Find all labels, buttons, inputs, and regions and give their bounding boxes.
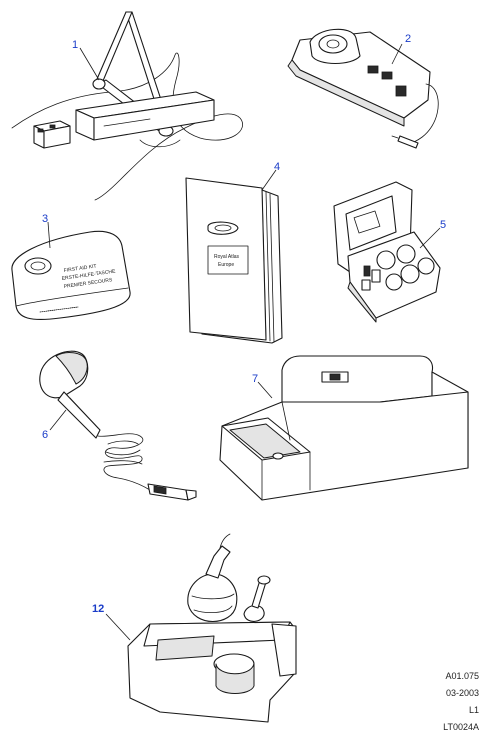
manual-title-2: Europe [218,262,234,268]
manual-title-1: Royal Atlas [214,254,240,260]
drawing-code: LT0024A [443,722,479,732]
callout-5: 5 [440,219,446,231]
cubby-box: 7 [219,355,469,501]
drawing-reference-block: A01.075 03-2003 L1 LT0024A [443,668,479,736]
first-aid-label-1: FIRST AID KIT [63,263,96,274]
air-compressor: 2 [287,28,439,149]
callout-2: 2 [405,33,411,45]
hand-lamp: 6 [39,350,197,501]
callout-4: 4 [274,161,280,173]
callout-3: 3 [42,213,48,225]
bulb-kit-box: 5 [333,181,446,323]
drawing-level: L1 [468,705,479,715]
callout-12: 12 [92,603,104,615]
road-atlas-handbook: Royal Atlas Europe 4 [185,161,283,344]
warning-triangle-kit: 1 [11,11,243,201]
centre-console-tray: 12 [92,533,297,723]
drawing-ref-number: A01.075 [445,671,479,681]
callout-7: 7 [252,373,258,385]
first-aid-kit: FIRST AID KIT ERSTE-HILFE-TASCHE PREMIER… [11,213,131,321]
drawing-date: 03-2003 [445,688,479,698]
callout-6: 6 [42,429,48,441]
callout-1: 1 [72,39,78,51]
